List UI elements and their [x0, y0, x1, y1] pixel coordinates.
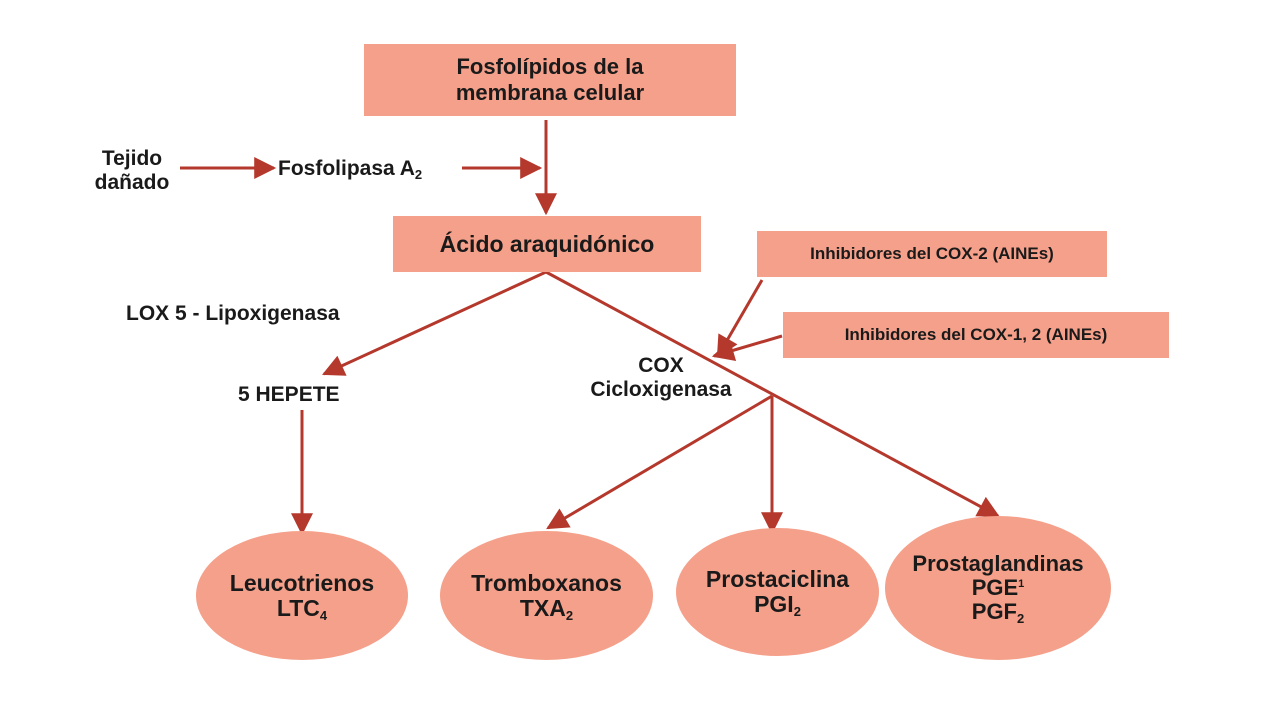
prostacyclin-ellipse: Prostaciclina PGI2 — [676, 528, 879, 656]
hepete-label: 5 HEPETE — [238, 383, 340, 406]
prostacyclin-subscript: 2 — [793, 604, 801, 619]
thromboxanes-code-line: TXA2 — [519, 594, 574, 623]
prostaglandins-code1-line: PGE1 — [972, 576, 1025, 600]
line-acido-to-prostaglandinas — [545, 270, 1000, 518]
arrow-acido-to-hepete — [322, 270, 547, 376]
prostaglandins-name: Prostaglandinas — [912, 551, 1084, 576]
prostacyclin-name: Prostaciclina — [705, 566, 850, 592]
cox12-inhibitors-box: Inhibidores del COX-1, 2 (AINEs) — [783, 312, 1169, 358]
cox2-inhibitors-box: Inhibidores del COX-2 (AINEs) — [757, 231, 1107, 277]
leukotrienes-ellipse: Leucotrienos LTC4 — [196, 531, 408, 660]
phospholipase-text: Fosfolipasa A — [278, 157, 415, 180]
prostaglandins-superscript: 1 — [1018, 578, 1025, 590]
arrow-cox12-inhibitor — [711, 334, 783, 361]
tejido-line-2: dañado — [94, 171, 170, 194]
phospholipase-subscript: 2 — [414, 167, 423, 182]
leukotrienes-subscript: 4 — [319, 607, 328, 623]
membrane-line-1: Fosfolípidos de la — [456, 54, 644, 79]
leukotrienes-code: LTC — [276, 594, 320, 621]
cox12-inhibitors-text: Inhibidores del COX-1, 2 (AINEs) — [844, 325, 1108, 344]
prostaglandins-code2: PGF — [971, 599, 1017, 624]
prostacyclin-code: PGI — [754, 591, 794, 617]
prostacyclin-code-line: PGI2 — [754, 591, 801, 619]
thromboxanes-ellipse: Tromboxanos TXA2 — [440, 531, 653, 660]
cox-label: COX Cicloxigenasa — [566, 354, 756, 402]
thromboxanes-subscript: 2 — [565, 607, 574, 623]
cox2-inhibitors-text: Inhibidores del COX-2 (AINEs) — [810, 244, 1054, 263]
cox-line-1: COX — [638, 354, 684, 377]
cox-line-2: Cicloxigenasa — [590, 378, 732, 401]
tejido-line-1: Tejido — [101, 147, 163, 170]
membrane-line-2: membrana celular — [455, 80, 645, 105]
prostaglandins-subscript: 2 — [1017, 611, 1025, 626]
damaged-tissue-label: Tejido dañado — [82, 147, 182, 195]
arachidonic-acid-box: Ácido araquidónico — [393, 216, 701, 272]
leukotrienes-code-line: LTC4 — [276, 594, 328, 623]
arrow-cox-to-tromboxanos — [546, 394, 773, 530]
phospholipase-label: Fosfolipasa A2 — [278, 157, 422, 181]
prostaglandins-code1: PGE — [971, 575, 1019, 600]
leukotrienes-name: Leucotrienos — [229, 569, 375, 596]
thromboxanes-code: TXA — [519, 594, 566, 621]
arachidonic-acid-text: Ácido araquidónico — [439, 230, 655, 257]
lox5-label: LOX 5 - Lipoxigenasa — [126, 302, 340, 325]
thromboxanes-name: Tromboxanos — [471, 569, 622, 596]
prostaglandins-code2-line: PGF2 — [971, 599, 1025, 626]
membrane-phospholipids-box: Fosfolípidos de la membrana celular — [364, 44, 736, 116]
prostaglandins-ellipse: Prostaglandinas PGE1 PGF2 — [885, 516, 1111, 660]
